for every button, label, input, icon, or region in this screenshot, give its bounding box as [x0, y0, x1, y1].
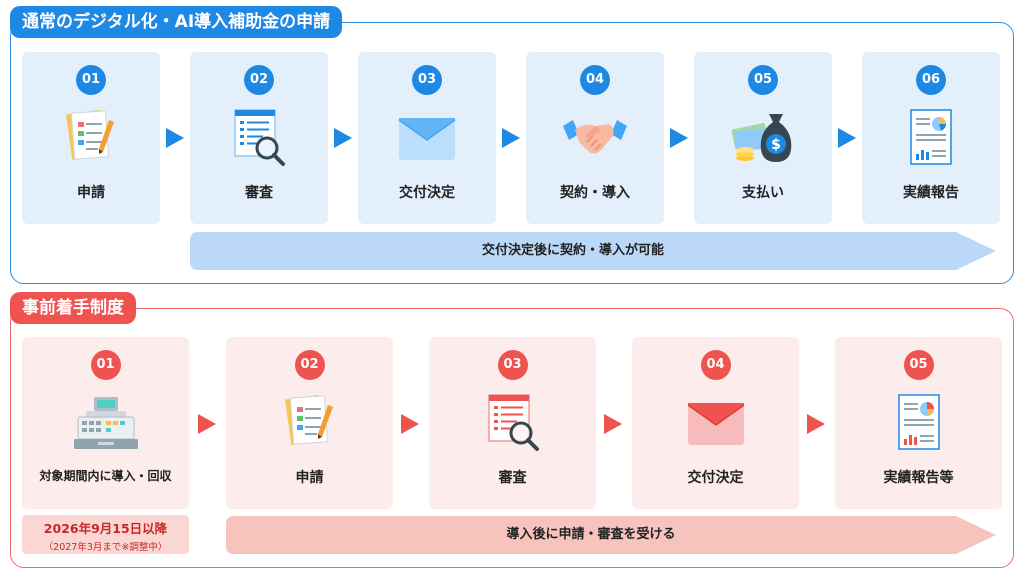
step-card-grant-decision: 03 交付決定: [358, 52, 496, 224]
step-number: 04: [700, 350, 731, 380]
step-arrow: [807, 414, 825, 434]
list-magnifier-icon: [479, 391, 547, 455]
step-card-report: 06 実績報告: [862, 52, 1000, 224]
step-label: 契約・導入: [560, 185, 630, 201]
step-label: 申請: [295, 470, 324, 486]
step-number: 01: [76, 65, 106, 95]
step-number: 01: [90, 350, 121, 380]
step-arrow: [198, 414, 216, 434]
step-arrow: [502, 128, 520, 148]
step-number: 05: [903, 350, 934, 380]
report-chart-icon: [885, 391, 953, 455]
step-card-grant-decision: 04 交付決定: [632, 337, 799, 509]
envelope-icon: [682, 391, 750, 455]
step-label: 交付決定: [399, 185, 455, 201]
step-number: 02: [294, 350, 325, 380]
step-arrow: [401, 414, 419, 434]
step-arrow: [334, 128, 352, 148]
step-card-review: 02 審査: [190, 52, 328, 224]
standard-flow-banner: 交付決定後に契約・導入が可能: [190, 232, 996, 270]
advance-flow-banner: 導入後に申請・審査を受ける: [226, 516, 996, 554]
start-date-remark: （2027年3月まで※調整中）: [43, 542, 168, 553]
start-date: 2026年9月15日以降: [43, 521, 168, 536]
step-number: 05: [748, 65, 778, 95]
report-chart-icon: [897, 106, 965, 170]
start-date-note: 2026年9月15日以降 （2027年3月まで※調整中）: [22, 515, 189, 554]
step-label: 申請: [77, 185, 105, 201]
handshake-icon: [561, 106, 629, 170]
step-card-report: 05 実績報告等: [835, 337, 1002, 509]
step-label: 交付決定: [687, 470, 744, 486]
step-label: 審査: [245, 185, 273, 201]
step-arrow: [604, 414, 622, 434]
standard-application-title: 通常のデジタル化・AI導入補助金の申請: [10, 6, 343, 38]
list-magnifier-icon: [225, 106, 293, 170]
step-card-apply: 02 申請: [226, 337, 393, 509]
step-label: 対象期間内に導入・回収: [39, 469, 172, 483]
document-pen-icon: [276, 391, 344, 455]
banner-text: 交付決定後に契約・導入が可能: [481, 243, 664, 258]
envelope-icon: [393, 106, 461, 170]
standard-application-section: [10, 22, 1014, 284]
step-arrow: [670, 128, 688, 148]
step-label: 実績報告: [903, 185, 959, 201]
step-number: 06: [916, 65, 946, 95]
step-number: 03: [412, 65, 442, 95]
step-number: 02: [244, 65, 274, 95]
svg-text:$: $: [771, 137, 781, 153]
step-number: 03: [497, 350, 528, 380]
money-bag-icon: $: [729, 106, 797, 170]
step-card-payment: 05 $ 支払い: [694, 52, 832, 224]
advance-start-title: 事前着手制度: [10, 292, 136, 324]
step-card-review: 03 審査: [429, 337, 596, 509]
step-arrow: [838, 128, 856, 148]
cash-register-icon: [72, 391, 140, 455]
step-label: 支払い: [742, 185, 784, 201]
step-card-apply: 01 申請: [22, 52, 160, 224]
advance-start-section: [10, 308, 1014, 568]
document-pen-icon: [57, 106, 125, 170]
banner-arrow-shape: [226, 516, 996, 554]
step-number: 04: [580, 65, 610, 95]
step-arrow: [166, 128, 184, 148]
step-card-contract: 04 契約・導入: [526, 52, 664, 224]
step-label: 審査: [498, 470, 527, 486]
banner-arrow-shape: [190, 232, 996, 270]
banner-text: 導入後に申請・審査を受ける: [506, 527, 676, 542]
step-card-introduce-collect: 01 対象期間内に導入・回収: [22, 337, 189, 509]
step-label: 実績報告等: [883, 470, 954, 486]
